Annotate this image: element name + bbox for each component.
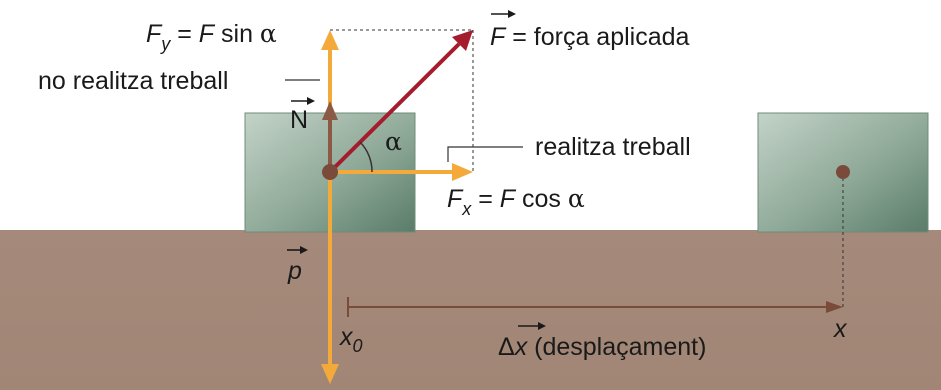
displacement-bar <box>347 297 843 317</box>
normal-arrow <box>322 101 338 172</box>
angle-arc <box>359 141 373 173</box>
fx-arrow <box>330 163 473 181</box>
angle-label: α <box>385 127 402 156</box>
does-work-label: realitza treball <box>535 133 691 161</box>
projection-lines <box>330 29 844 307</box>
weight-label: p <box>287 257 302 285</box>
final-point <box>836 165 850 179</box>
ground <box>0 230 941 390</box>
fx-label: Fx = F cos α <box>447 184 585 219</box>
no-work-label: no realitza treball <box>38 67 228 95</box>
applied-force-label: F = força aplicada <box>490 23 690 51</box>
normal-label: N <box>290 106 308 134</box>
fy-label: Fy = F sin α <box>146 19 277 54</box>
x0-label: x0 <box>339 323 363 356</box>
displacement-label: Δx (desplaçament) <box>498 333 706 361</box>
vector-marks <box>287 10 546 330</box>
application-point <box>322 164 338 180</box>
applied-force-arrow <box>328 30 473 174</box>
weight-arrow <box>321 172 339 384</box>
x-final-label: x <box>833 315 848 343</box>
leader-does-work <box>447 146 523 162</box>
